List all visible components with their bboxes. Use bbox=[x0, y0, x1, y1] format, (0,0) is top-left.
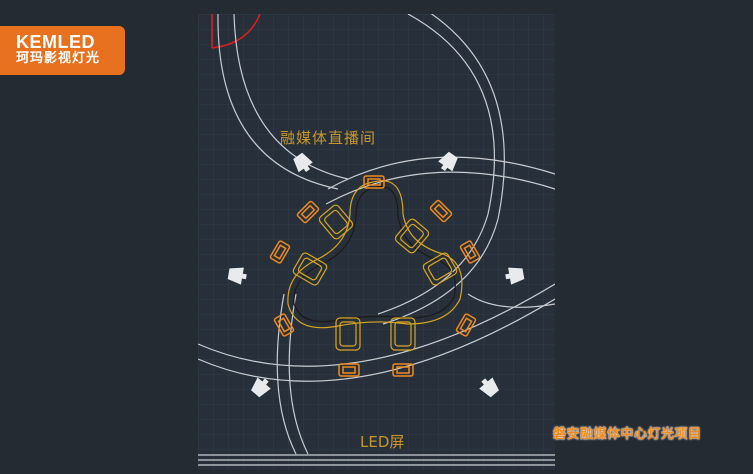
door-arc-icon bbox=[211, 14, 261, 49]
room-title: 融媒体直播间 bbox=[280, 129, 377, 147]
spotlight-fixture-icon bbox=[293, 152, 313, 173]
chair-icon bbox=[292, 252, 328, 286]
project-title: 磐安融媒体中心灯光项目 bbox=[553, 427, 702, 442]
spotlight-fixture-icon bbox=[438, 151, 458, 172]
floor-plan-drawing bbox=[198, 14, 555, 470]
softbox-fixture-icon bbox=[269, 240, 291, 264]
softbox-fixture-icon bbox=[455, 313, 477, 337]
logo-subtitle: 珂玛影视灯光 bbox=[16, 51, 101, 66]
spotlight-fixture-icon bbox=[227, 267, 247, 285]
spotlight-fixture-icon bbox=[251, 377, 271, 398]
led-screen-lines bbox=[198, 454, 555, 466]
curved-walls bbox=[198, 14, 555, 455]
logo-brand: KEMLED bbox=[16, 32, 95, 52]
softbox-fixtures bbox=[269, 175, 481, 377]
spotlight-fixture-icon bbox=[479, 377, 499, 398]
chair-icon bbox=[390, 317, 416, 351]
chair-icon bbox=[335, 317, 361, 351]
softbox-fixture-icon bbox=[273, 313, 295, 337]
softbox-fixture-icon bbox=[392, 363, 414, 377]
grid-background bbox=[198, 14, 555, 470]
softbox-fixture-icon bbox=[459, 240, 481, 264]
softbox-fixture-icon bbox=[296, 200, 320, 224]
led-screen-label: LED屏 bbox=[360, 433, 405, 451]
chair-icon bbox=[318, 204, 354, 240]
chair-icon bbox=[422, 252, 458, 286]
kemled-logo: KEMLED 珂玛影视灯光 bbox=[0, 26, 125, 75]
spotlight-fixture-icon bbox=[505, 267, 525, 285]
softbox-fixture-icon bbox=[429, 199, 453, 223]
spotlights bbox=[227, 151, 525, 398]
softbox-fixture-icon bbox=[363, 175, 385, 189]
chair-icon bbox=[394, 218, 430, 254]
softbox-fixture-icon bbox=[338, 363, 360, 377]
floor-plan: 融媒体直播间 LED屏 bbox=[198, 14, 555, 470]
chairs bbox=[292, 204, 458, 351]
